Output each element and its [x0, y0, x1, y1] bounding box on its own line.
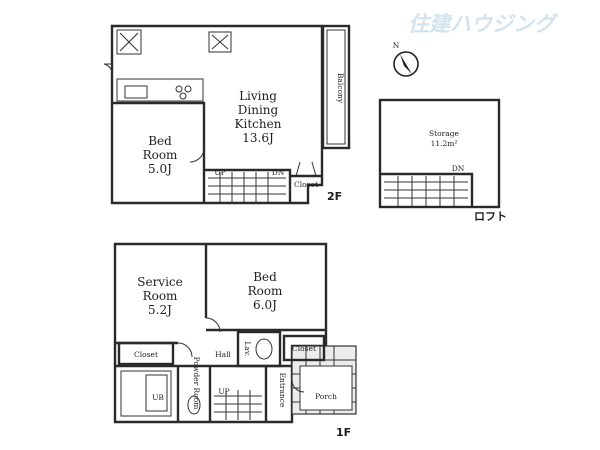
- fridge-space: [116, 29, 142, 55]
- floor-tag-loft: ロフト: [474, 210, 507, 223]
- compass-label: N: [393, 41, 400, 50]
- washbasin-icon: [187, 395, 201, 415]
- closet-right-label: Closet: [292, 344, 316, 353]
- bedroom-1f-label-3: 6.0J: [253, 298, 277, 312]
- powder-room-label: Powder Room: [192, 357, 201, 410]
- service-room-label-1: Service: [137, 275, 183, 289]
- stairs-loft: [384, 176, 468, 206]
- kitchen-counter: [116, 78, 204, 102]
- stair-dn-loft-label: DN: [452, 164, 465, 173]
- storage-label-2: 11.2m²: [431, 139, 458, 148]
- stair-up-2f-label: UP: [214, 168, 225, 177]
- bedroom-2f-label-1: Bed: [148, 134, 172, 148]
- stair-up-1f-label: UP: [218, 387, 229, 396]
- ldk-label-1: Living: [239, 89, 277, 103]
- bedroom-2f-label-3: 5.0J: [148, 162, 172, 176]
- closet-left: [117, 341, 175, 366]
- floor-2f: Living Dining Kitchen 13.6J Bed Room 5.0…: [103, 24, 351, 205]
- lav-label: Lav.: [243, 341, 252, 356]
- service-room-label-2: Room: [143, 289, 178, 303]
- ub-label: UB: [152, 393, 164, 402]
- stair-dn-2f-label: DN: [272, 168, 285, 177]
- watermark-logo: 住建ハウジング: [408, 12, 559, 36]
- bedroom-2f-label-2: Room: [143, 148, 178, 162]
- toilet-icon: [255, 338, 273, 360]
- storage-label-1: Storage: [429, 129, 460, 138]
- service-room-label-3: 5.2J: [148, 303, 172, 317]
- ldk-label-3: Kitchen: [235, 117, 282, 131]
- bedroom-1f-label-1: Bed: [253, 270, 277, 284]
- stairs-2f: [208, 172, 286, 202]
- floor-loft: Storage 11.2m² DN ロフト: [378, 98, 507, 223]
- balcony: [321, 24, 351, 150]
- closet-2f-label: Closet: [294, 180, 318, 189]
- north-compass-icon: N: [393, 41, 419, 77]
- lavatory: [236, 330, 282, 368]
- kitchen-sink: [124, 85, 148, 99]
- hall-label: Hall: [215, 350, 231, 359]
- utility-box: [208, 31, 232, 53]
- floor-tag-1f: 1F: [336, 426, 351, 439]
- ldk-label-4: 13.6J: [242, 131, 274, 145]
- floor-tag-2f: 2F: [327, 190, 342, 203]
- stairs-1f: [214, 390, 262, 420]
- floor-1f: Service Room 5.2J Bed Room 6.0J Closet C…: [113, 242, 357, 439]
- porch-label: Porch: [315, 392, 337, 401]
- balcony-label: Balcony: [336, 73, 345, 104]
- closet-left-label: Closet: [134, 350, 158, 359]
- closet-right: [282, 334, 326, 362]
- entrance-label: Entrance: [278, 373, 287, 408]
- ldk-label-2: Dining: [238, 103, 279, 117]
- bedroom-1f-label-2: Room: [248, 284, 283, 298]
